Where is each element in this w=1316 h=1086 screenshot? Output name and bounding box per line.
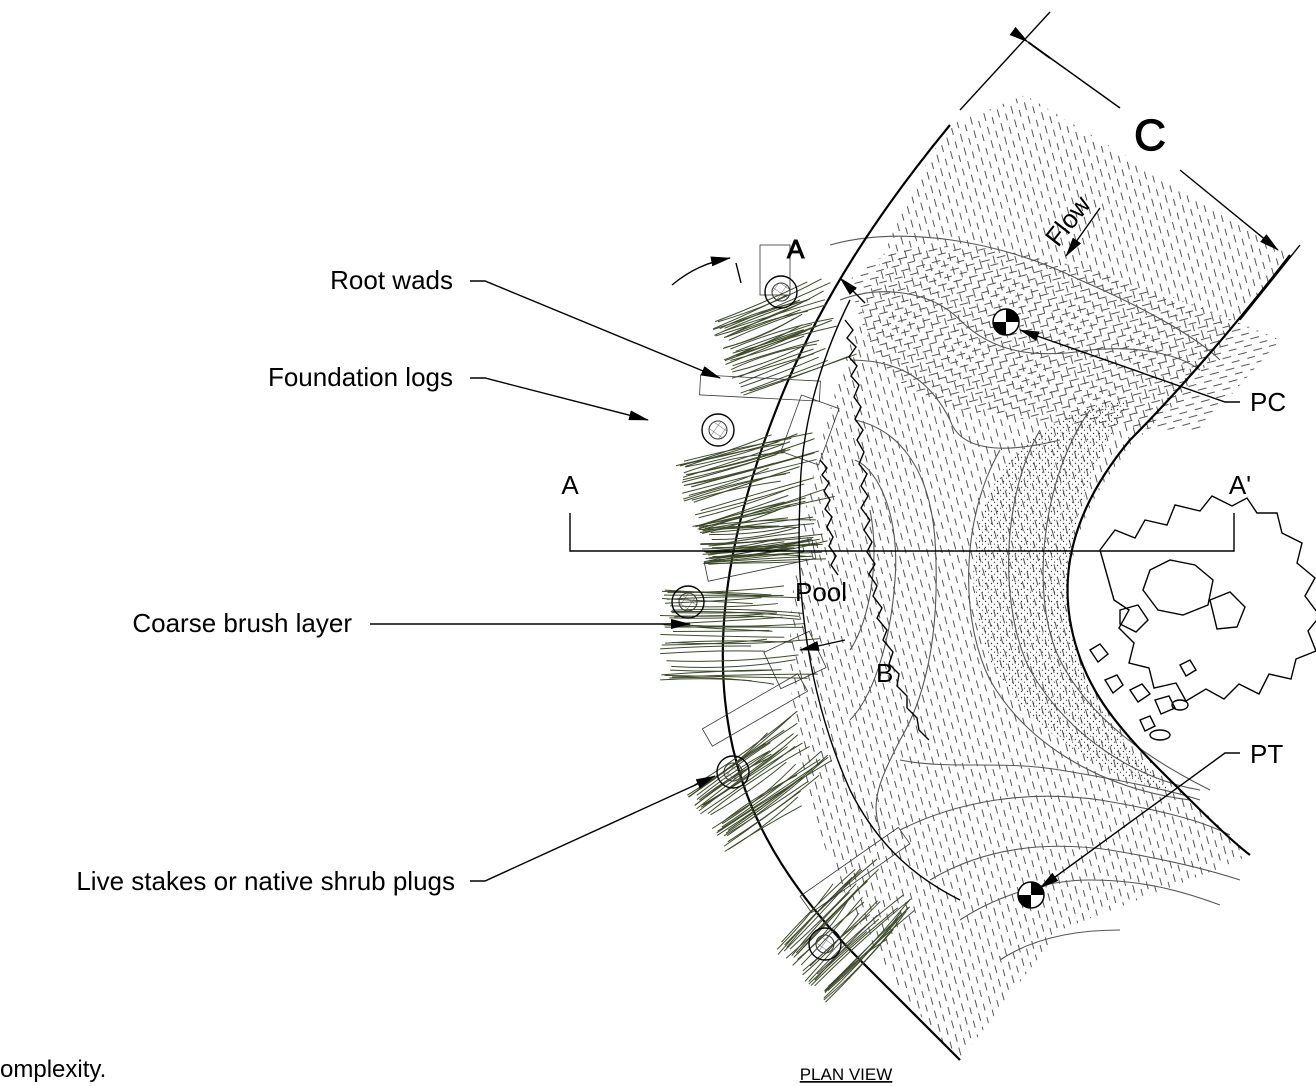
coarse-brush	[819, 319, 930, 741]
root-wad-4	[716, 755, 750, 789]
channel-banks	[721, 124, 1291, 1061]
root-wads-label: Root wads	[330, 265, 453, 295]
live-stakes-label: Live stakes or native shrub plugs	[76, 866, 455, 896]
pool-label: Pool	[795, 577, 847, 607]
section-line-a: A A'	[561, 470, 1251, 552]
coarse-brush-layer-label: Coarse brush layer	[132, 608, 352, 638]
channel-fill	[790, 95, 1290, 1060]
foundation-logs-label: Foundation logs	[268, 362, 453, 392]
root-wad-3	[671, 585, 705, 619]
caption-fragment: omplexity.	[0, 1056, 106, 1083]
pc-marker	[992, 308, 1020, 336]
channel-contours	[829, 235, 1241, 961]
boulder-cluster	[1089, 495, 1316, 741]
dimension-c-label: C	[1134, 111, 1166, 160]
callout-labels: Root wads Foundation logs Coarse brush l…	[0, 265, 1286, 1084]
section-marker-top-label: A	[787, 234, 805, 264]
b-label: B	[876, 658, 893, 688]
section-a-label: A	[561, 470, 579, 500]
pc-label: PC	[1250, 387, 1286, 417]
section-marker-top: A	[671, 234, 866, 304]
section-a-prime-label: A'	[1229, 470, 1251, 500]
callout-leaders	[370, 280, 1240, 889]
foundation-logs	[699, 244, 911, 914]
pt-label: PT	[1250, 739, 1283, 769]
root-wad-2	[701, 413, 735, 447]
pt-marker	[1017, 881, 1045, 909]
plan-view-title: PLAN VIEW	[800, 1065, 893, 1084]
bank-toe-line	[798, 299, 961, 901]
root-wad-1	[764, 275, 798, 309]
root-wads	[671, 275, 842, 961]
vegetation-grass	[659, 278, 915, 1003]
dimension-c: C	[959, 11, 1301, 321]
root-wad-5	[808, 927, 842, 961]
